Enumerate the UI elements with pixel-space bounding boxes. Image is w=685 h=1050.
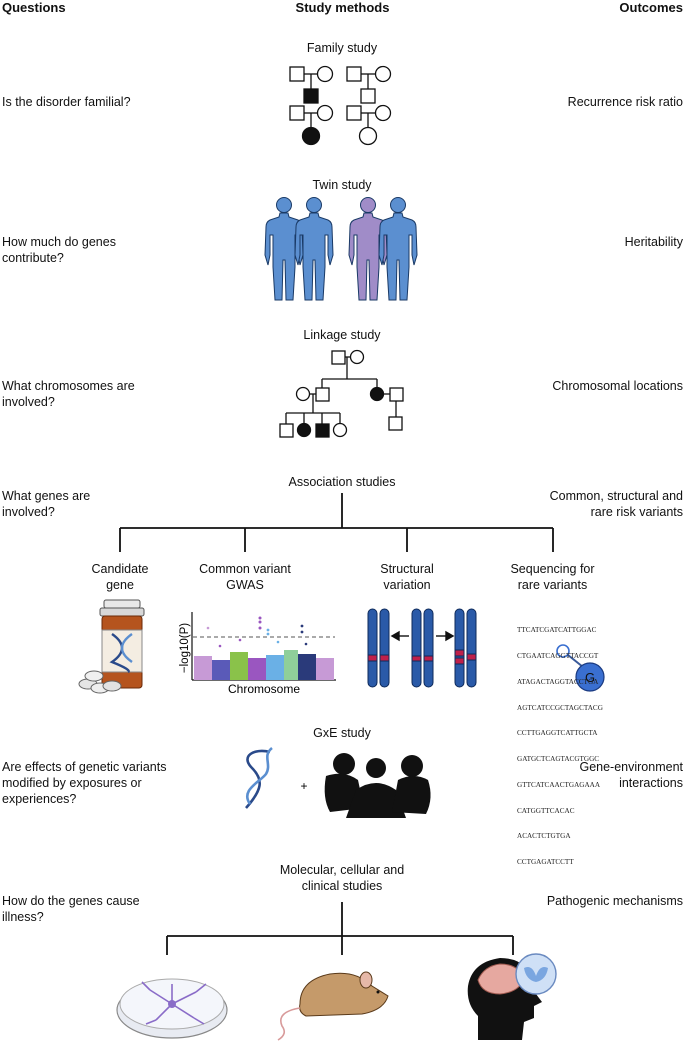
gwas-ylabel: −log10(P) <box>179 623 191 673</box>
sequence-line: GTTCATCAACTGAGAAA <box>517 780 601 789</box>
header-questions: Questions <box>2 0 66 15</box>
outcome-pathogenic: Pathogenic mechanisms <box>546 894 683 908</box>
outcome-risk-variants: Common, structural and rare risk variant… <box>549 489 683 519</box>
structural-variation-chromosomes <box>367 608 477 688</box>
subtype-candidate-gene: Candidate gene <box>91 562 149 592</box>
outcome-heritability: Heritability <box>624 235 683 249</box>
gxe-plus-sign: + <box>300 779 307 793</box>
pill-bottle-icon <box>78 599 145 694</box>
method-gxe: GxE study <box>313 726 371 740</box>
head-brain-icon <box>467 953 557 1040</box>
silhouette-figures-icon <box>324 753 431 818</box>
header-outcomes: Outcomes <box>619 0 683 15</box>
outcome-chromosomal: Chromosomal locations <box>552 379 683 393</box>
question-cause-illness: How do the genes cause illness? <box>2 894 140 924</box>
subtype-gwas: Common variant GWAS <box>199 562 291 592</box>
variant-allele-label: G <box>585 670 595 685</box>
subtype-structural: Structural variation <box>380 562 434 592</box>
association-tree <box>119 493 554 552</box>
sequence-line: CTGAATCAGGTTACCGT <box>517 651 599 660</box>
sequence-line: CATGGTTCACAC <box>517 806 575 815</box>
gwas-manhattan-plot <box>191 612 336 681</box>
mouse-icon <box>277 971 389 1041</box>
subtype-sequencing: Sequencing for rare variants <box>510 562 595 592</box>
outcome-recurrence: Recurrence risk ratio <box>567 95 683 109</box>
petri-dish-icon <box>116 978 228 1039</box>
sequence-line: GATGCTCAGTACGTGGC <box>517 755 600 764</box>
question-genes-contribute: How much do genes contribute? <box>2 235 116 265</box>
method-association: Association studies <box>288 475 396 489</box>
method-linkage: Linkage study <box>303 328 381 342</box>
sequence-line: CCTTGAGGTCATTGCTA <box>517 729 598 738</box>
structural-arrows <box>390 630 455 642</box>
sequence-line: TTCATCGATCATTGGAC <box>517 626 597 635</box>
sequence-line: ACACTCTGTGA <box>517 832 571 841</box>
method-molecular: Molecular, cellular and clinical studies <box>279 863 405 893</box>
dna-helix-icon <box>245 746 273 809</box>
molecular-tree <box>166 902 514 955</box>
linkage-pedigree <box>279 349 404 438</box>
variant-magnifier-icon <box>556 644 605 692</box>
sequence-line: ATAGACTAGGTACCTGA <box>517 677 599 686</box>
sequence-block: TTCATCGATCATTGGAC CTGAATCAGGTTACCGT ATAG… <box>517 609 603 875</box>
header-methods: Study methods <box>295 0 390 15</box>
question-genes-involved: What genes are involved? <box>2 489 91 519</box>
question-chromosomes: What chromosomes are involved? <box>2 379 135 409</box>
method-twin: Twin study <box>312 178 372 192</box>
sequence-line: CCTGAGATCCTT <box>517 858 574 867</box>
sequence-line: AGTCATCCGCTAGCTACG <box>517 703 603 712</box>
twin-figures <box>264 197 418 301</box>
outcome-gxe: Gene-environment interactions <box>579 760 683 790</box>
question-gxe: Are effects of genetic variants modified… <box>2 760 167 806</box>
family-pedigrees <box>289 65 392 146</box>
method-family: Family study <box>306 41 378 55</box>
question-familial: Is the disorder familial? <box>2 95 131 109</box>
gwas-xlabel: Chromosome <box>228 682 300 696</box>
